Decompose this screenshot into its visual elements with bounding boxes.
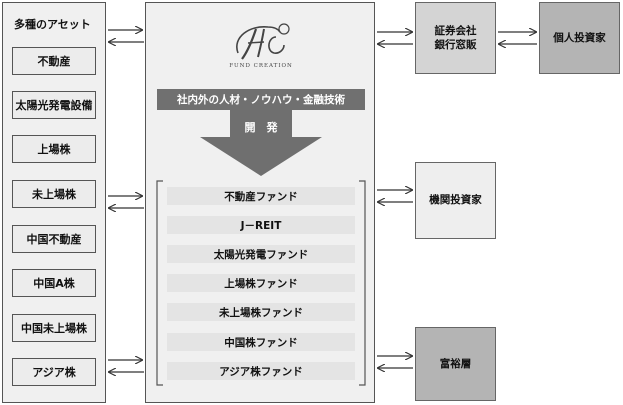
- fund-label: J－REIT: [240, 219, 282, 232]
- assets-panel-title: 多種のアセット: [14, 18, 91, 31]
- asset-label: 太陽光発電設備: [15, 99, 93, 112]
- asset-item-china-real-estate: 中国不動産: [12, 225, 96, 253]
- asset-label: 未上場株: [32, 188, 76, 201]
- asset-item-asia-stocks: アジア株: [12, 358, 96, 386]
- asset-label: 中国未上場株: [21, 322, 87, 335]
- develop-label: 開 発: [244, 121, 278, 134]
- fund-label: アジア株ファンド: [219, 365, 303, 378]
- fund-row-real-estate: 不動産ファンド: [167, 187, 355, 205]
- fund-label: 上場株ファンド: [224, 277, 298, 290]
- fund-row-solar: 太陽光発電ファンド: [167, 245, 355, 263]
- wealthy-label: 富裕層: [439, 357, 472, 370]
- asset-label: 中国不動産: [26, 233, 82, 246]
- fund-row-jreit: J－REIT: [167, 216, 355, 234]
- logo-text: FUND CREATION: [229, 63, 293, 69]
- securities-bank-box: 証券会社 銀行窓販: [415, 2, 496, 74]
- asset-label: 中国A株: [33, 277, 75, 290]
- fund-row-listed: 上場株ファンド: [167, 274, 355, 292]
- fund-row-china: 中国株ファンド: [167, 333, 355, 351]
- assets-panel: 多種のアセット 不動産 太陽光発電設備 上場株 未上場株 中国不動産 中国A株 …: [2, 2, 106, 403]
- fund-row-asia: アジア株ファンド: [167, 362, 355, 380]
- asset-item-china-unlisted: 中国未上場株: [12, 314, 96, 342]
- asset-item-solar: 太陽光発電設備: [12, 91, 96, 119]
- logo-mark-icon: [236, 23, 290, 60]
- fund-row-unlisted: 未上場株ファンド: [167, 303, 355, 321]
- resource-banner: 社内外の人材・ノウハウ・金融技術: [157, 89, 365, 110]
- asset-item-unlisted-stocks: 未上場株: [12, 180, 96, 208]
- resource-banner-label: 社内外の人材・ノウハウ・金融技術: [177, 94, 345, 106]
- fund-label: 不動産ファンド: [224, 190, 298, 203]
- institutional-investor-label: 機関投資家: [429, 194, 482, 207]
- asset-label: 不動産: [37, 55, 71, 68]
- institutional-investor-box: 機関投資家: [415, 162, 496, 239]
- asset-label: 上場株: [37, 143, 71, 156]
- fund-label: 太陽光発電ファンド: [213, 248, 309, 261]
- fund-creation-panel: FUND CREATION 社内外の人材・ノウハウ・金融技術 開 発 不動産ファ…: [145, 2, 375, 403]
- asset-label: アジア株: [32, 366, 76, 379]
- fund-label: 未上場株ファンド: [219, 306, 303, 319]
- asset-item-listed-stocks: 上場株: [12, 135, 96, 163]
- individual-investor-label: 個人投資家: [553, 31, 606, 44]
- fund-label: 中国株ファンド: [224, 336, 298, 349]
- individual-investor-box: 個人投資家: [539, 2, 620, 74]
- fund-bracket: [156, 180, 366, 386]
- fund-creation-logo: FUND CREATION: [224, 15, 298, 73]
- asset-item-china-a-shares: 中国A株: [12, 269, 96, 297]
- asset-item-real-estate: 不動産: [12, 47, 96, 75]
- develop-arrow: [200, 110, 322, 176]
- securities-bank-label: 証券会社 銀行窓販: [434, 24, 477, 51]
- wealthy-box: 富裕層: [415, 327, 496, 401]
